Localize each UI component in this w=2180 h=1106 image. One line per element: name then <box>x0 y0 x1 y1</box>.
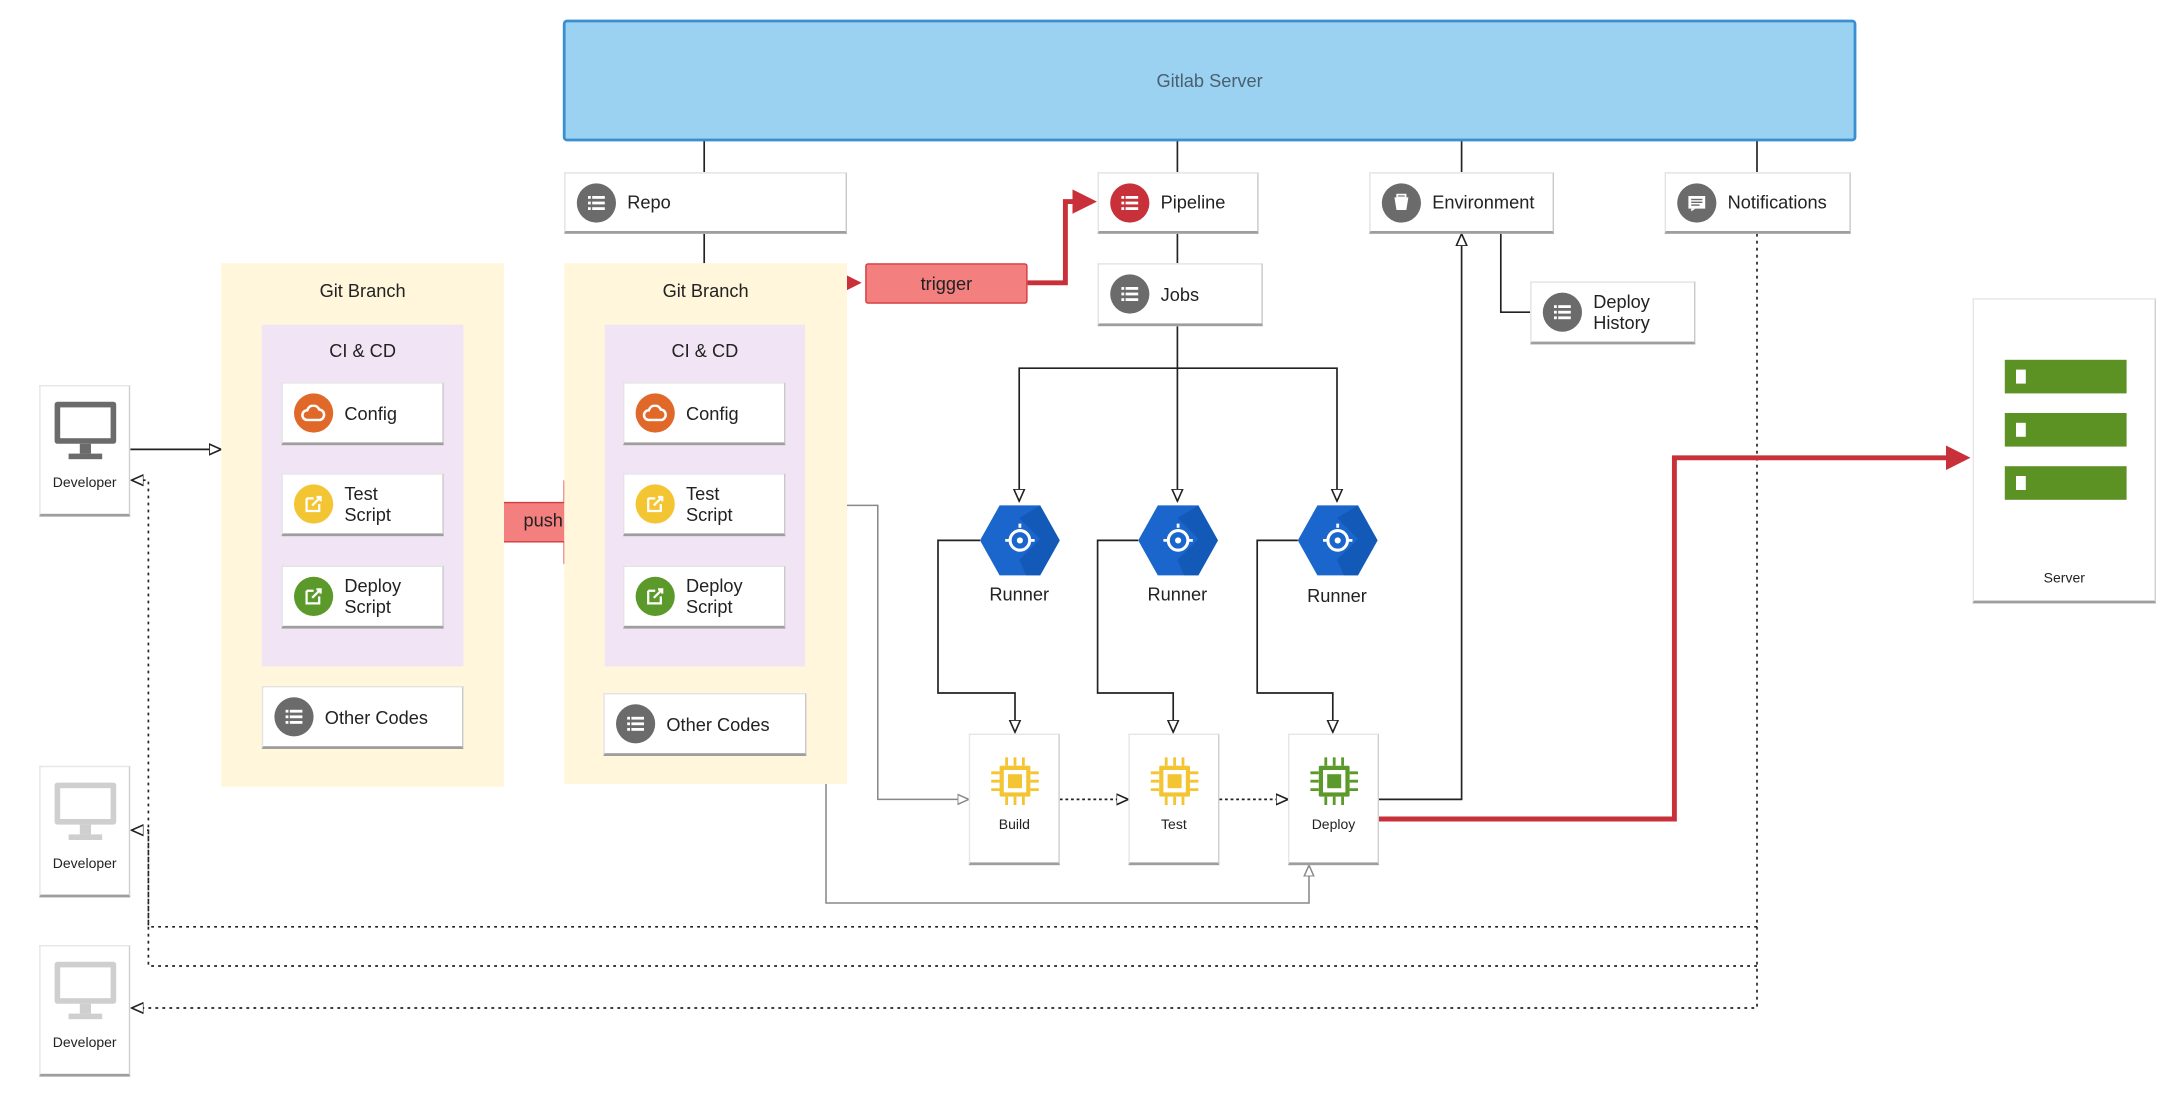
deploy-history-card[interactable]: Deploy History <box>1530 281 1696 345</box>
build-stage[interactable]: Build <box>968 733 1060 866</box>
chip-icon <box>1309 757 1358 805</box>
list-icon <box>576 182 616 222</box>
branch-title: Git Branch <box>662 280 749 301</box>
config-card-left[interactable]: Config <box>281 382 444 446</box>
jobs-label: Jobs <box>1160 283 1200 305</box>
runner-icon <box>1138 501 1218 579</box>
notifications-card[interactable]: Notifications <box>1664 172 1851 234</box>
list-icon <box>274 697 314 737</box>
trigger-box[interactable]: trigger <box>865 263 1028 304</box>
cicd-title: CI & CD <box>671 340 739 362</box>
jobs-to-runners <box>1019 326 1337 501</box>
runner-icon <box>1297 501 1378 579</box>
branch-title: Git Branch <box>319 280 406 301</box>
deploy-script-label: Deploy Script <box>344 575 402 618</box>
list-icon <box>1110 274 1150 314</box>
target-server[interactable]: Server <box>1972 298 2156 604</box>
list-icon <box>1542 292 1582 332</box>
deploy-history-label: Deploy History <box>1593 291 1650 334</box>
chip-icon <box>1150 757 1198 805</box>
runner-label: Runner <box>1307 585 1367 607</box>
notification-wires <box>132 233 1758 1008</box>
list-icon <box>616 704 656 744</box>
pipeline-card[interactable]: Pipeline <box>1097 172 1259 234</box>
chip-icon <box>990 757 1039 805</box>
developer-label: Developer <box>52 1036 117 1052</box>
other-codes-card-right[interactable]: Other Codes <box>603 693 807 756</box>
monitor-icon <box>53 961 116 1020</box>
edit-icon <box>294 484 334 524</box>
environment-card[interactable]: Environment <box>1369 172 1554 234</box>
notifications-label: Notifications <box>1727 191 1827 213</box>
environment-label: Environment <box>1432 191 1535 213</box>
config-label: Config <box>344 402 398 424</box>
edit-icon <box>635 576 675 616</box>
runner-label: Runner <box>989 583 1050 605</box>
server-label: Server <box>2043 571 2085 587</box>
gitlab-server-label: Gitlab Server <box>1156 70 1263 91</box>
server-links <box>703 139 1758 314</box>
cloud-icon <box>635 393 675 433</box>
test-label: Test <box>1161 817 1187 833</box>
list-icon <box>1110 182 1150 222</box>
developer-label: Developer <box>52 856 117 873</box>
other-codes-label: Other Codes <box>324 706 428 728</box>
trigger-label: trigger <box>920 273 973 294</box>
test-script-label: Test Script <box>344 483 391 525</box>
push-label: push <box>523 509 563 531</box>
test-script-card-left[interactable]: Test Script <box>281 473 444 537</box>
deploy-script-card-right[interactable]: Deploy Script <box>623 565 786 629</box>
runner-label: Runner <box>1147 583 1208 605</box>
other-codes-label: Other Codes <box>666 713 770 735</box>
developer-active[interactable]: Developer <box>39 385 131 517</box>
monitor-icon <box>53 401 116 460</box>
gitlab-server: Gitlab Server <box>562 19 1857 142</box>
repo-label: Repo <box>627 191 671 213</box>
bucket-icon <box>1381 182 1421 222</box>
deploy-label: Deploy <box>1311 817 1356 833</box>
runner-icon <box>980 501 1060 579</box>
deploy-script-label: Deploy Script <box>686 575 743 618</box>
jobs-card[interactable]: Jobs <box>1097 263 1263 327</box>
developer-3[interactable]: Developer <box>39 945 131 1077</box>
test-script-label: Test Script <box>686 483 733 525</box>
stage-chain <box>1059 234 1462 800</box>
config-card-right[interactable]: Config <box>623 382 786 446</box>
monitor-icon <box>53 782 116 840</box>
build-label: Build <box>998 817 1030 833</box>
test-script-card-right[interactable]: Test Script <box>623 473 786 537</box>
config-label: Config <box>686 402 739 424</box>
cloud-icon <box>294 393 334 433</box>
edit-icon <box>294 576 334 616</box>
developer-2[interactable]: Developer <box>39 765 131 898</box>
edit-icon <box>635 484 675 524</box>
deploy-stage[interactable]: Deploy <box>1288 733 1379 866</box>
test-stage[interactable]: Test <box>1128 733 1220 866</box>
message-icon <box>1677 182 1717 222</box>
pipeline-label: Pipeline <box>1160 191 1226 213</box>
repo-card[interactable]: Repo <box>564 172 847 234</box>
deploy-script-card-left[interactable]: Deploy Script <box>281 565 444 629</box>
developer-label: Developer <box>52 476 117 492</box>
cicd-title: CI & CD <box>329 340 396 362</box>
other-codes-card-left[interactable]: Other Codes <box>261 686 464 749</box>
server-rack-icon <box>2004 359 2126 500</box>
runners-to-stages <box>937 539 1333 732</box>
